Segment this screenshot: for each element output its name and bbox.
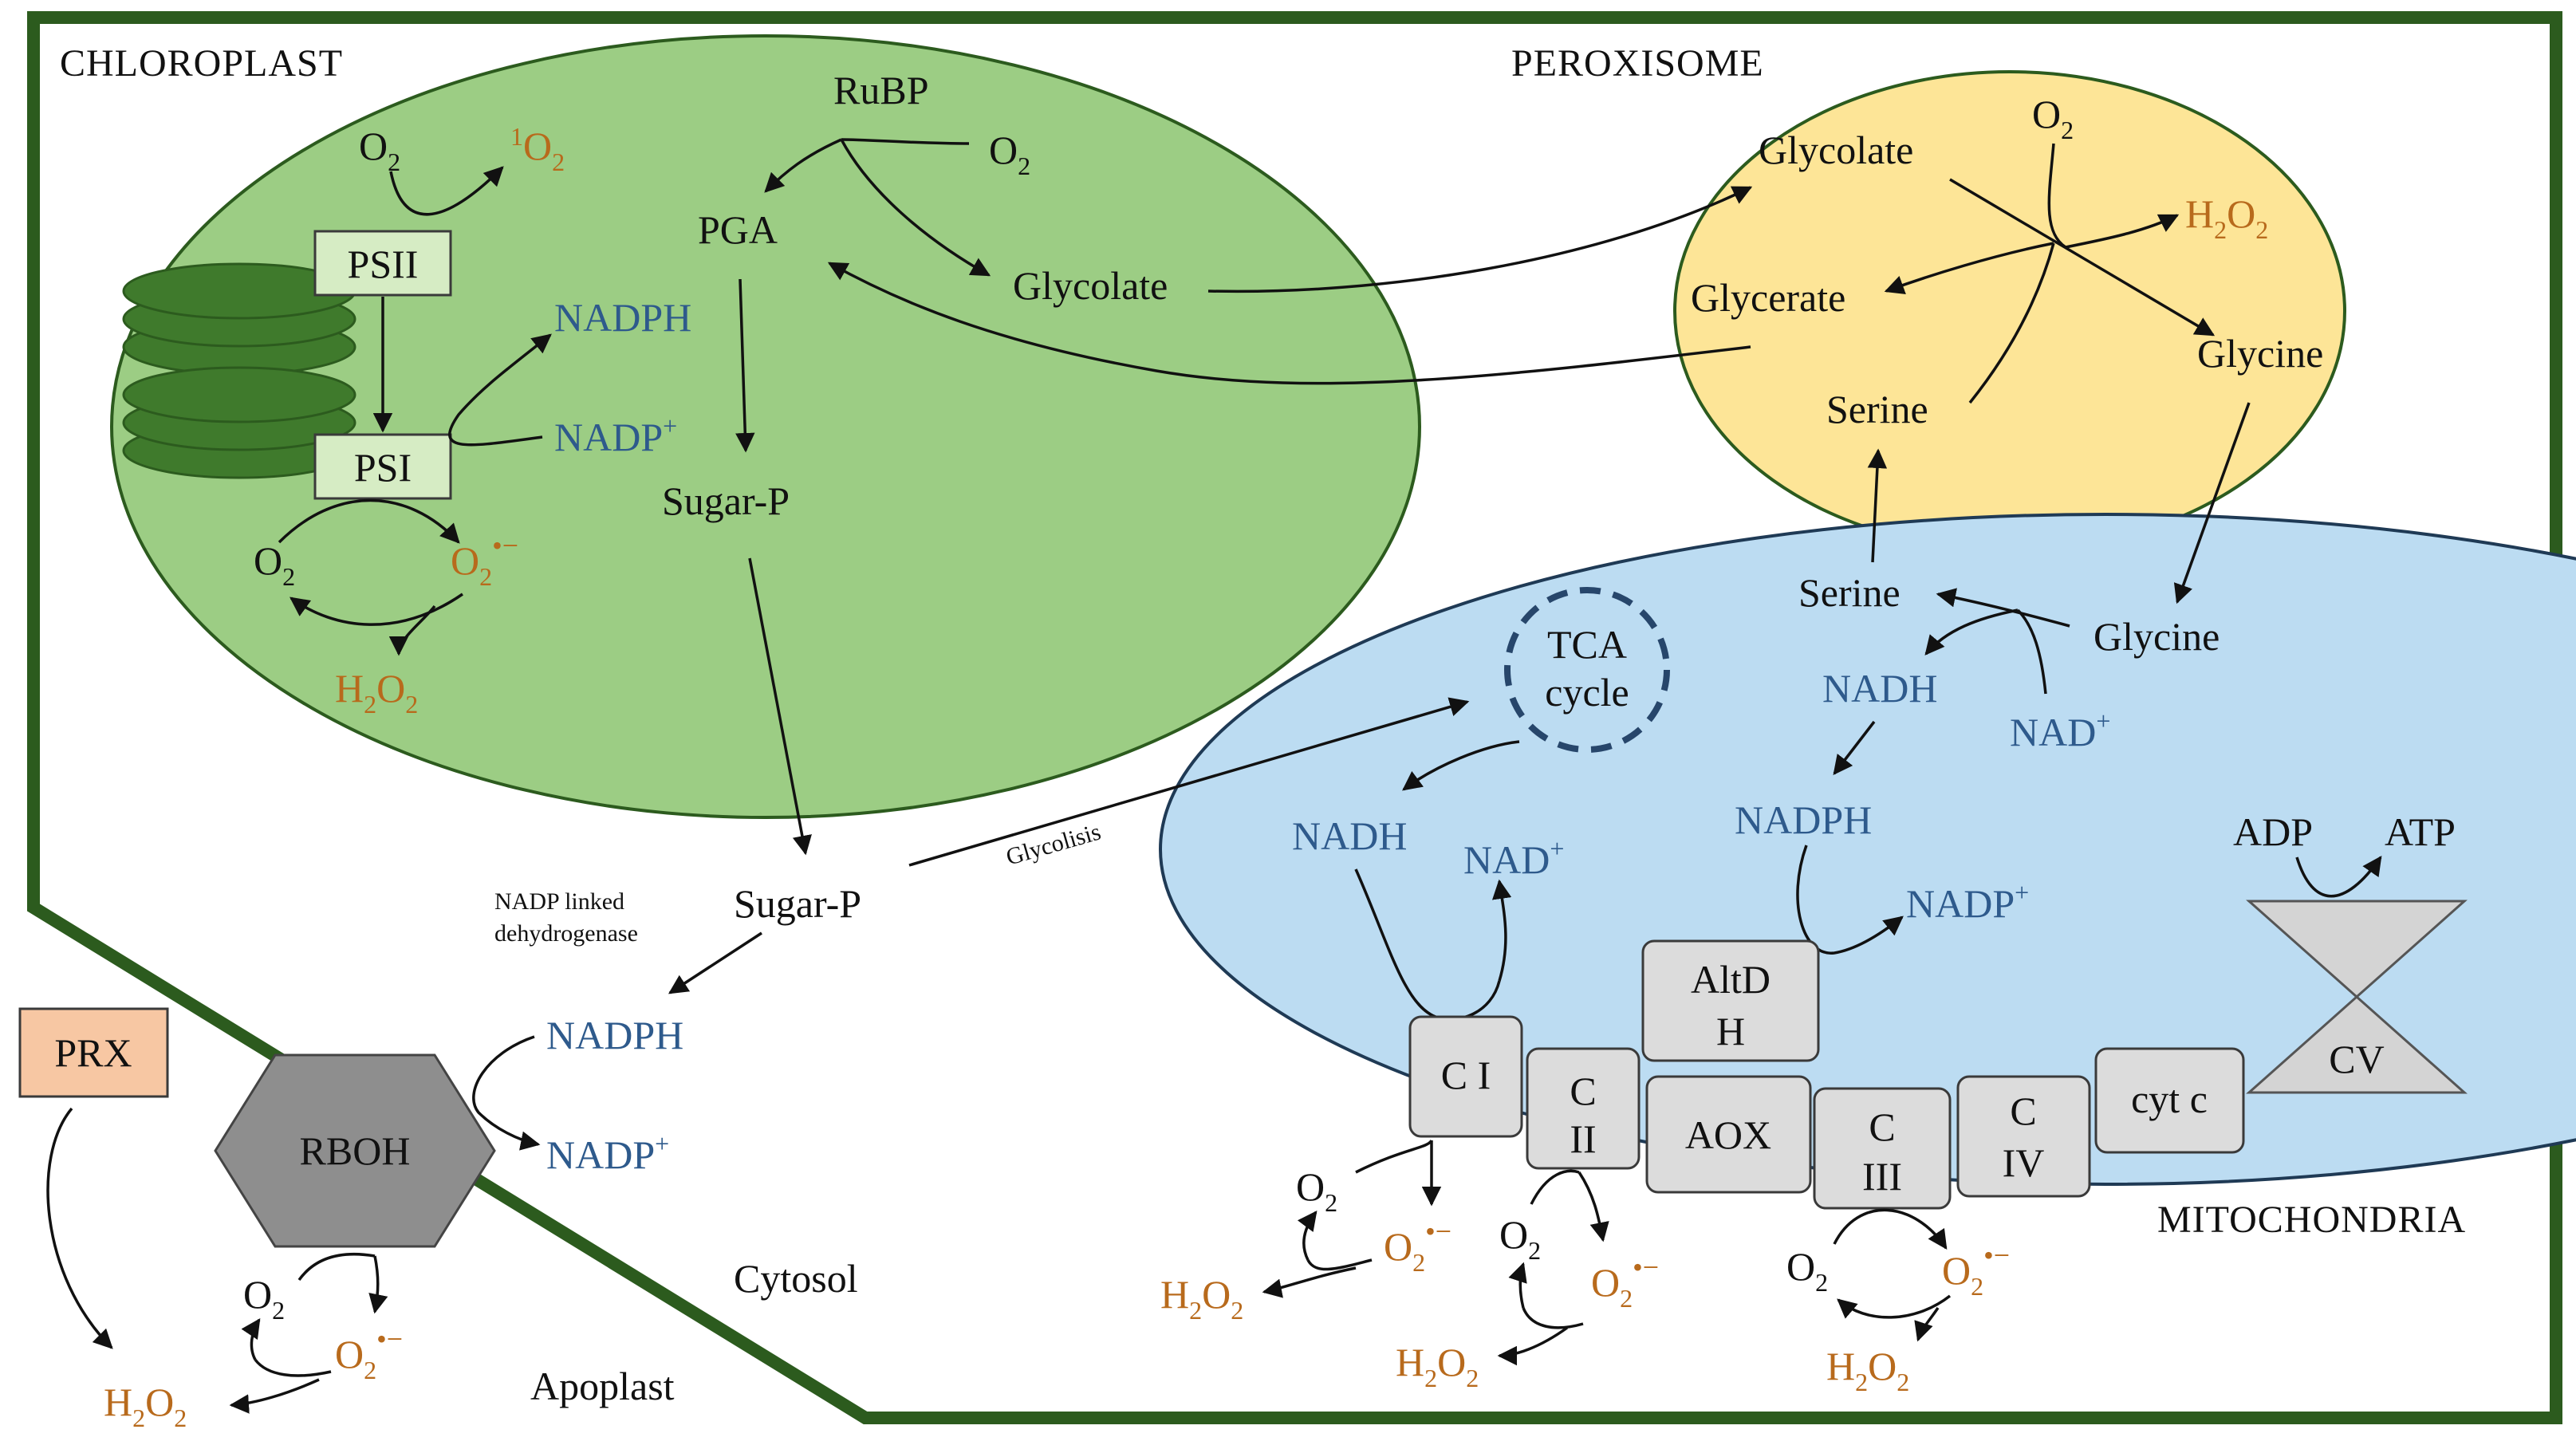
- glycolate-peroxisome: Glycolate: [1759, 128, 1913, 172]
- mitochondria-title: MITOCHONDRIA: [2157, 1199, 2466, 1241]
- complex-ii-label-2: II: [1570, 1116, 1596, 1161]
- complex-iii-box: [1813, 1087, 1952, 1210]
- complex-iv-label-1: C: [2010, 1089, 2036, 1133]
- o2-apoplast: O2: [243, 1272, 285, 1325]
- rboh-hexagon: [214, 1053, 496, 1248]
- h2o2-complex-iii: H2O2: [1826, 1344, 1909, 1396]
- tca-cycle-circle: [1504, 587, 1670, 753]
- o2-psi: O2: [254, 538, 295, 591]
- h2o2-peroxisome: H2O2: [2185, 191, 2268, 244]
- nadp-dehydrogenase-label-2: dehydrogenase: [494, 920, 638, 947]
- complex-iv-box: [1956, 1075, 2091, 1198]
- prx-box: [18, 1007, 169, 1098]
- o2-complex-ii: O2: [1499, 1212, 1541, 1265]
- sugar-p-cytosol: Sugar-P: [734, 881, 861, 926]
- o2-peroxisome: O2: [2032, 92, 2074, 144]
- complex-iii-label-1: C: [1869, 1104, 1895, 1149]
- pga-label: PGA: [698, 207, 778, 252]
- thylakoid-stack-lower: [122, 366, 356, 479]
- altdh-label-1: AltD: [1691, 957, 1771, 1002]
- serine-peroxisome: Serine: [1826, 387, 1928, 431]
- o2-psii: O2: [359, 124, 400, 176]
- rboh-label: RBOH: [300, 1128, 411, 1173]
- complex-iii-label-2: III: [1862, 1154, 1902, 1199]
- adp-label: ADP: [2233, 809, 2313, 854]
- glycerate-peroxisome: Glycerate: [1691, 275, 1845, 320]
- aox-label: AOX: [1685, 1112, 1771, 1157]
- nadph-mito: NADPH: [1735, 797, 1872, 842]
- altdh-box: [1641, 939, 1820, 1062]
- singlet-oxygen: 1O2: [510, 122, 565, 176]
- psi-label: PSI: [354, 445, 412, 490]
- h2o2-complex-i: H2O2: [1160, 1272, 1243, 1325]
- cytochrome-c-label: cyt c: [2131, 1077, 2208, 1121]
- altdh-label-2: H: [1716, 1009, 1745, 1053]
- sugar-p-chloroplast: Sugar-P: [662, 478, 790, 523]
- atp-label: ATP: [2385, 809, 2456, 854]
- h2o2-complex-ii: H2O2: [1396, 1340, 1479, 1392]
- complex-ii-label-1: C: [1570, 1069, 1596, 1113]
- cytosol-label: Cytosol: [734, 1256, 858, 1301]
- rubp-label: RuBP: [833, 68, 929, 112]
- apoplast-label: Apoplast: [530, 1364, 675, 1408]
- nadh-mito-left: NADH: [1292, 813, 1407, 858]
- complex-v-label: CV: [2329, 1037, 2384, 1081]
- superoxide-apoplast: O2•−: [335, 1323, 403, 1384]
- cytochrome-c-box: [2094, 1047, 2245, 1154]
- superoxide-chloroplast: O2•−: [451, 530, 518, 591]
- complex-i-box: [1408, 1015, 1523, 1138]
- o2-rubp: O2: [989, 128, 1030, 180]
- nadp-dehydrogenase-label-1: NADP linked: [494, 888, 624, 915]
- complex-iv-label-2: IV: [2003, 1140, 2045, 1185]
- peroxisome-title: PEROXISOME: [1511, 42, 1764, 85]
- superoxide-complex-ii: O2•−: [1591, 1251, 1659, 1313]
- cell-wall: [27, 11, 2562, 1424]
- h2o2-apoplast: H2O2: [104, 1380, 187, 1432]
- chloroplast-title: CHLOROPLAST: [60, 42, 343, 85]
- superoxide-complex-iii: O2•−: [1942, 1239, 2010, 1301]
- aox-box: [1645, 1075, 1812, 1194]
- glycolate-chloroplast: Glycolate: [1013, 263, 1168, 308]
- nadh-mito-top: NADH: [1822, 666, 1937, 711]
- tca-label-2: cycle: [1545, 670, 1629, 715]
- serine-mitochondria: Serine: [1798, 570, 1900, 615]
- complex-i-label: C I: [1441, 1053, 1491, 1097]
- nadp-plus-cytosol: NADP+: [546, 1129, 669, 1177]
- o2-complex-iii: O2: [1786, 1244, 1828, 1297]
- nadph-cytosol: NADPH: [546, 1013, 683, 1057]
- superoxide-complex-i: O2•−: [1384, 1215, 1451, 1277]
- psii-label: PSII: [348, 242, 419, 286]
- h2o2-chloroplast: H2O2: [335, 666, 418, 719]
- nadp-plus-chloroplast: NADP+: [554, 411, 677, 459]
- psii-box: [313, 230, 452, 297]
- nadph-chloroplast: NADPH: [554, 295, 691, 340]
- complex-v-shape: [2246, 900, 2468, 1094]
- psi-box: [313, 433, 452, 500]
- o2-complex-i: O2: [1296, 1164, 1337, 1217]
- glycine-mitochondria: Glycine: [2093, 614, 2220, 659]
- complex-ii-box: [1526, 1047, 1641, 1170]
- glycine-peroxisome: Glycine: [2197, 331, 2323, 376]
- tca-label-1: TCA: [1547, 622, 1627, 667]
- nad-plus-mito-top: NAD+: [2010, 707, 2110, 754]
- glycolisis-label: Glycolisis: [1003, 818, 1104, 870]
- nad-plus-mito-left: NAD+: [1463, 834, 1564, 882]
- prx-label: PRX: [54, 1030, 132, 1075]
- nadp-plus-mito: NADP+: [1906, 878, 2029, 926]
